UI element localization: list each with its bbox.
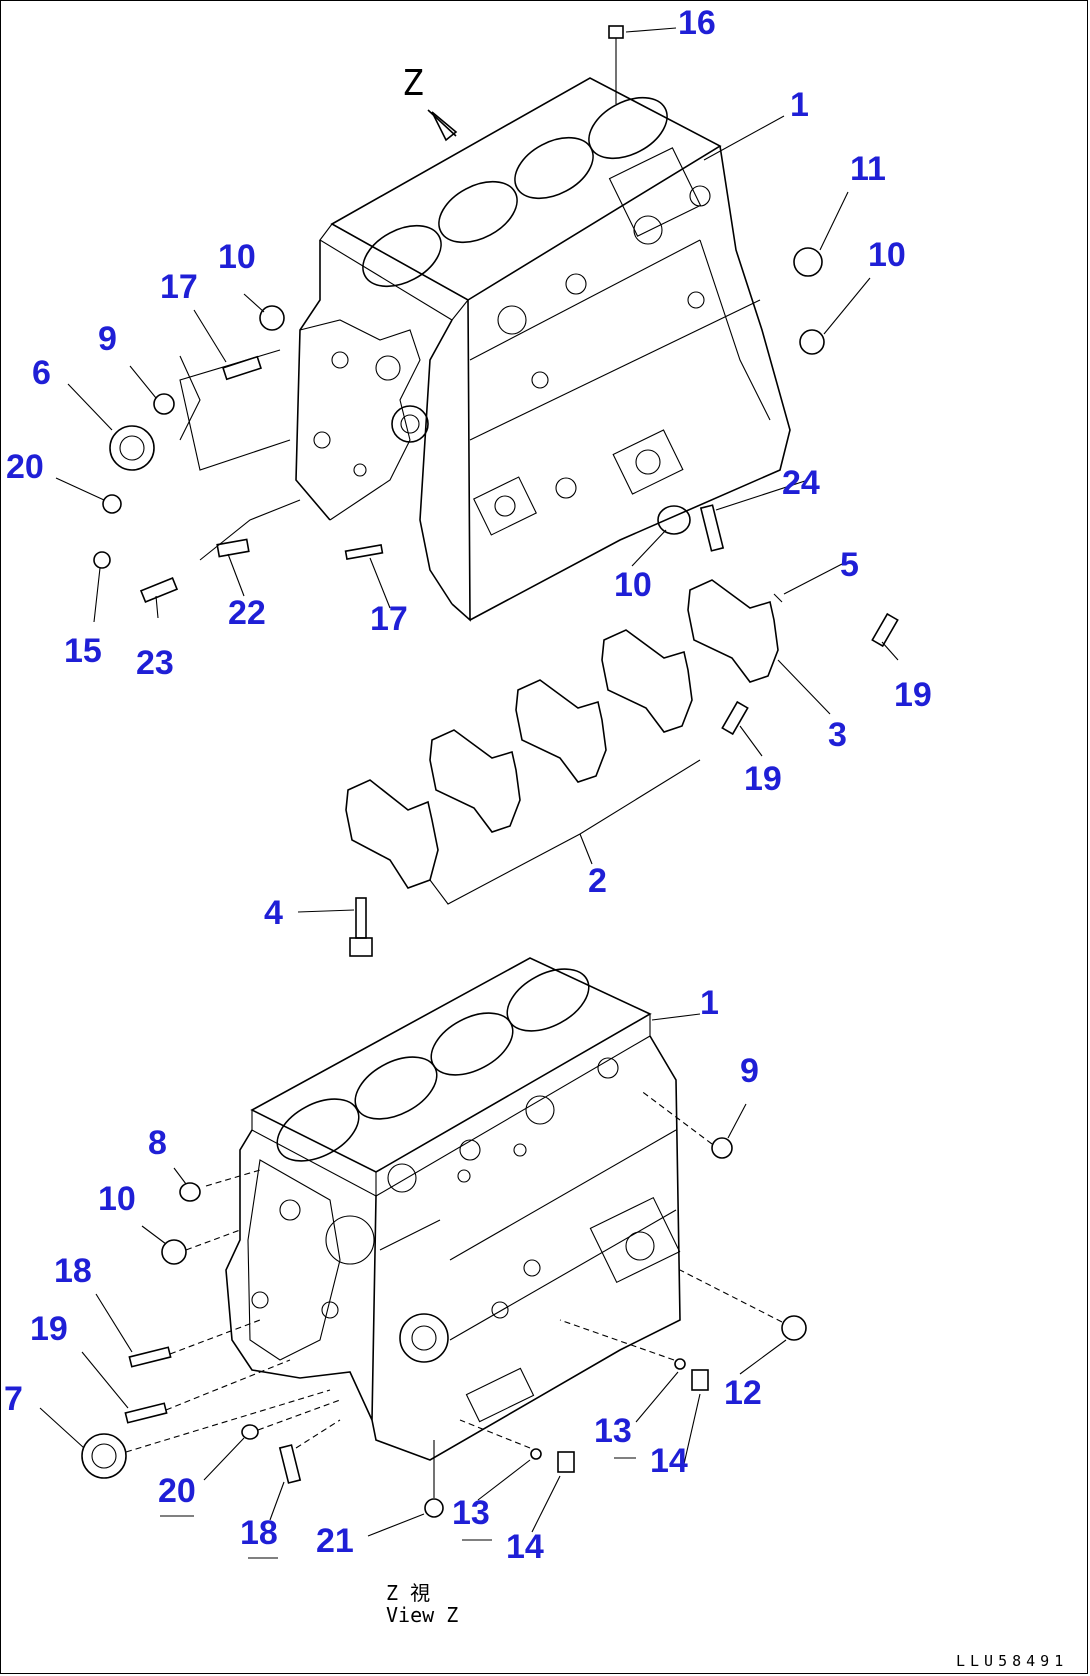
callout-number: 1: [790, 86, 809, 124]
callout-number: 23: [136, 644, 174, 682]
callout-number: 4: [264, 894, 283, 932]
callout-number: 21: [316, 1522, 354, 1560]
callout-number: 14: [650, 1442, 688, 1480]
lower-small-parts: [81, 1089, 807, 1518]
cylinder-block-upper: [295, 77, 791, 622]
lower-leader-lines: [39, 1013, 787, 1559]
view-caption-line1: Z 視: [386, 1581, 431, 1605]
callout-number: 19: [744, 760, 782, 798]
callout-number: 19: [30, 1310, 68, 1348]
callout-number: 15: [64, 632, 102, 670]
callout-number: 13: [594, 1412, 632, 1450]
callout-number: 12: [724, 1374, 762, 1412]
callout-number: 1: [700, 984, 719, 1022]
callout-number: 10: [868, 236, 906, 274]
callout-number: 9: [98, 320, 117, 358]
callout-number: 16: [678, 4, 716, 42]
callout-number: 11: [850, 150, 886, 188]
upper-leader-lines: [55, 27, 899, 913]
callout-number: 10: [98, 1180, 136, 1218]
upper-small-parts: [93, 25, 899, 736]
cap-bolt: [349, 897, 373, 957]
cylinder-block-lower: [225, 957, 681, 1461]
callout-number: 19: [894, 676, 932, 714]
callout-number: 18: [54, 1252, 92, 1290]
drawing-code: LLU58491: [956, 1652, 1069, 1670]
callout-number: 24: [782, 464, 820, 502]
callout-number: 3: [828, 716, 847, 754]
callout-number: 10: [614, 566, 652, 604]
callout-number: 20: [6, 448, 44, 486]
callout-number: 17: [160, 268, 198, 306]
callout-number: 10: [218, 238, 256, 276]
callout-number: 13: [452, 1494, 490, 1532]
callout-number: 9: [740, 1052, 759, 1090]
callout-number: 7: [4, 1380, 23, 1418]
callout-number: 17: [370, 600, 408, 638]
callout-number: 8: [148, 1124, 167, 1162]
callout-number: 18: [240, 1514, 278, 1552]
callout-number: 22: [228, 594, 266, 632]
callout-number: 5: [840, 546, 859, 584]
callout-number: 20: [158, 1472, 196, 1510]
top-view-letter: Z: [402, 63, 424, 104]
callout-number: 14: [506, 1528, 544, 1566]
main-bearing-caps: [345, 579, 779, 905]
callout-number: 2: [588, 862, 607, 900]
view-caption-line2: View Z: [386, 1603, 459, 1627]
callout-number: 6: [32, 354, 51, 392]
